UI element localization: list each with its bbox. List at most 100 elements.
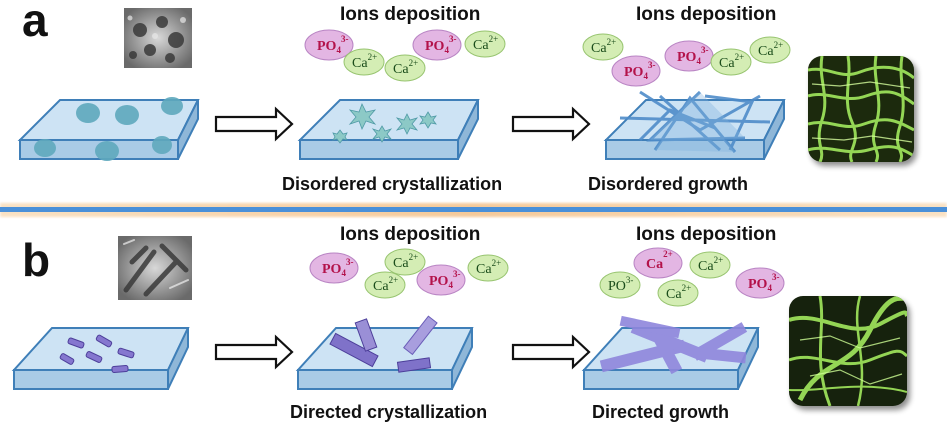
- svg-text:Ca2+: Ca2+: [719, 52, 744, 71]
- crystal-nuclei: [332, 103, 437, 144]
- ion-label: Ca: [591, 41, 607, 56]
- rod-nuclei: [59, 334, 135, 374]
- ion-charge: 3-: [341, 34, 349, 44]
- crystal-network: [619, 90, 771, 153]
- svg-text:Ca2+: Ca2+: [666, 283, 691, 302]
- ion-po4: PO43-: [309, 252, 359, 284]
- ion-label: Ca: [352, 56, 368, 71]
- ion-subscript: 4: [696, 56, 701, 66]
- ion-ca: Ca2+: [710, 48, 752, 76]
- ion-subscript: 4: [336, 45, 341, 55]
- process-arrow-icon: [511, 334, 591, 370]
- svg-text:PO43-: PO43-: [322, 257, 353, 278]
- caption-directed-crystallization: Directed crystallization: [290, 402, 487, 422]
- ion-charge: 2+: [663, 249, 673, 259]
- svg-text:Ca2+: Ca2+: [646, 249, 673, 272]
- ion-label: PO: [748, 277, 768, 292]
- ion-ca: Ca2+: [467, 254, 509, 282]
- ion-charge: 2+: [409, 58, 419, 68]
- svg-text:Ca2+: Ca2+: [698, 255, 723, 274]
- svg-text:PO3-: PO3-: [608, 275, 633, 294]
- ion-charge: 2+: [714, 255, 724, 265]
- ion-label: Ca: [698, 259, 714, 274]
- ion-label: Ca: [473, 38, 489, 53]
- ion-charge: 2+: [682, 283, 692, 293]
- ion-po4: PO43-: [412, 29, 462, 61]
- process-arrow-icon: [511, 106, 591, 142]
- ion-label: PO: [317, 39, 337, 54]
- ion-subscript: 4: [643, 71, 648, 81]
- heading-ions-deposition: Ions deposition: [636, 224, 776, 245]
- sem-micrograph-icon: [118, 236, 192, 300]
- heading-ions-deposition: Ions deposition: [636, 4, 776, 25]
- ion-charge: 3-: [772, 272, 780, 282]
- panel-divider: [0, 203, 947, 217]
- ion-charge: 3-: [648, 60, 656, 70]
- heading-ions-deposition: Ions deposition: [340, 224, 480, 245]
- substrate-slab: [297, 99, 480, 160]
- svg-text:PO43-: PO43-: [317, 34, 348, 55]
- ion-po4: PO43-: [304, 29, 354, 61]
- panel-b: b: [11, 224, 907, 422]
- ion-label: Ca: [646, 257, 663, 272]
- ion-ca: Ca2+: [464, 30, 506, 58]
- svg-text:PO43-: PO43-: [624, 60, 655, 81]
- ion-po4: Ca2+: [633, 247, 683, 279]
- ion-label: PO: [608, 279, 626, 294]
- svg-text:PO43-: PO43-: [429, 269, 460, 290]
- ion-charge: 2+: [489, 34, 499, 44]
- ion-label: PO: [322, 262, 342, 277]
- caption-disordered-growth: Disordered growth: [588, 174, 748, 194]
- ion-subscript: 4: [767, 283, 772, 293]
- ion-label: Ca: [666, 287, 682, 302]
- fluorescence-image-icon: [808, 56, 914, 162]
- ion-charge: 2+: [774, 40, 784, 50]
- caption-disordered-crystallization: Disordered crystallization: [282, 174, 502, 194]
- ion-label: PO: [677, 50, 697, 65]
- ion-ca: Ca2+: [384, 54, 426, 82]
- svg-text:Ca2+: Ca2+: [352, 52, 377, 71]
- svg-text:Ca2+: Ca2+: [591, 37, 616, 56]
- ion-label: PO: [624, 65, 644, 80]
- panel-letter-a: a: [22, 0, 48, 46]
- ion-charge: 3-: [346, 257, 354, 267]
- ion-label: Ca: [476, 262, 492, 277]
- ion-ca: Ca2+: [689, 251, 731, 279]
- ion-po4: PO43-: [735, 267, 785, 299]
- substrate-slab: [581, 315, 760, 390]
- ion-charge: 2+: [735, 52, 745, 62]
- substrate-slab: [603, 90, 786, 160]
- ion-po4: PO43-: [664, 40, 714, 72]
- svg-text:Ca2+: Ca2+: [758, 40, 783, 59]
- ion-ca: Ca2+: [582, 33, 624, 61]
- ion-label: Ca: [758, 44, 774, 59]
- substrate-slab: [17, 97, 200, 161]
- ion-subscript: 4: [444, 45, 449, 55]
- ion-po4: PO43-: [416, 264, 466, 296]
- ion-charge: 3-: [453, 269, 461, 279]
- svg-text:Ca2+: Ca2+: [393, 58, 418, 77]
- ion-label: Ca: [393, 256, 409, 271]
- caption-directed-growth: Directed growth: [592, 402, 729, 422]
- ion-charge: 3-: [449, 34, 457, 44]
- ion-ca: Ca2+: [343, 48, 385, 76]
- panel-a: a: [17, 0, 914, 194]
- process-arrow-icon: [214, 334, 294, 370]
- ion-charge: 2+: [368, 52, 378, 62]
- ion-ca: PO3-: [599, 271, 641, 299]
- ion-label: PO: [429, 274, 449, 289]
- nuclei: [34, 97, 183, 161]
- ion-charge: 2+: [409, 252, 419, 262]
- heading-ions-deposition: Ions deposition: [340, 4, 480, 25]
- svg-text:PO43-: PO43-: [677, 45, 708, 66]
- ion-ca: Ca2+: [384, 248, 426, 276]
- ion-charge: 2+: [607, 37, 617, 47]
- ion-ca: Ca2+: [364, 271, 406, 299]
- ion-charge: 2+: [389, 275, 399, 285]
- ion-label: Ca: [373, 279, 389, 294]
- ion-label: Ca: [719, 56, 735, 71]
- crystal-rods: [329, 315, 438, 373]
- svg-text:PO43-: PO43-: [425, 34, 456, 55]
- ion-charge: 3-: [701, 45, 709, 55]
